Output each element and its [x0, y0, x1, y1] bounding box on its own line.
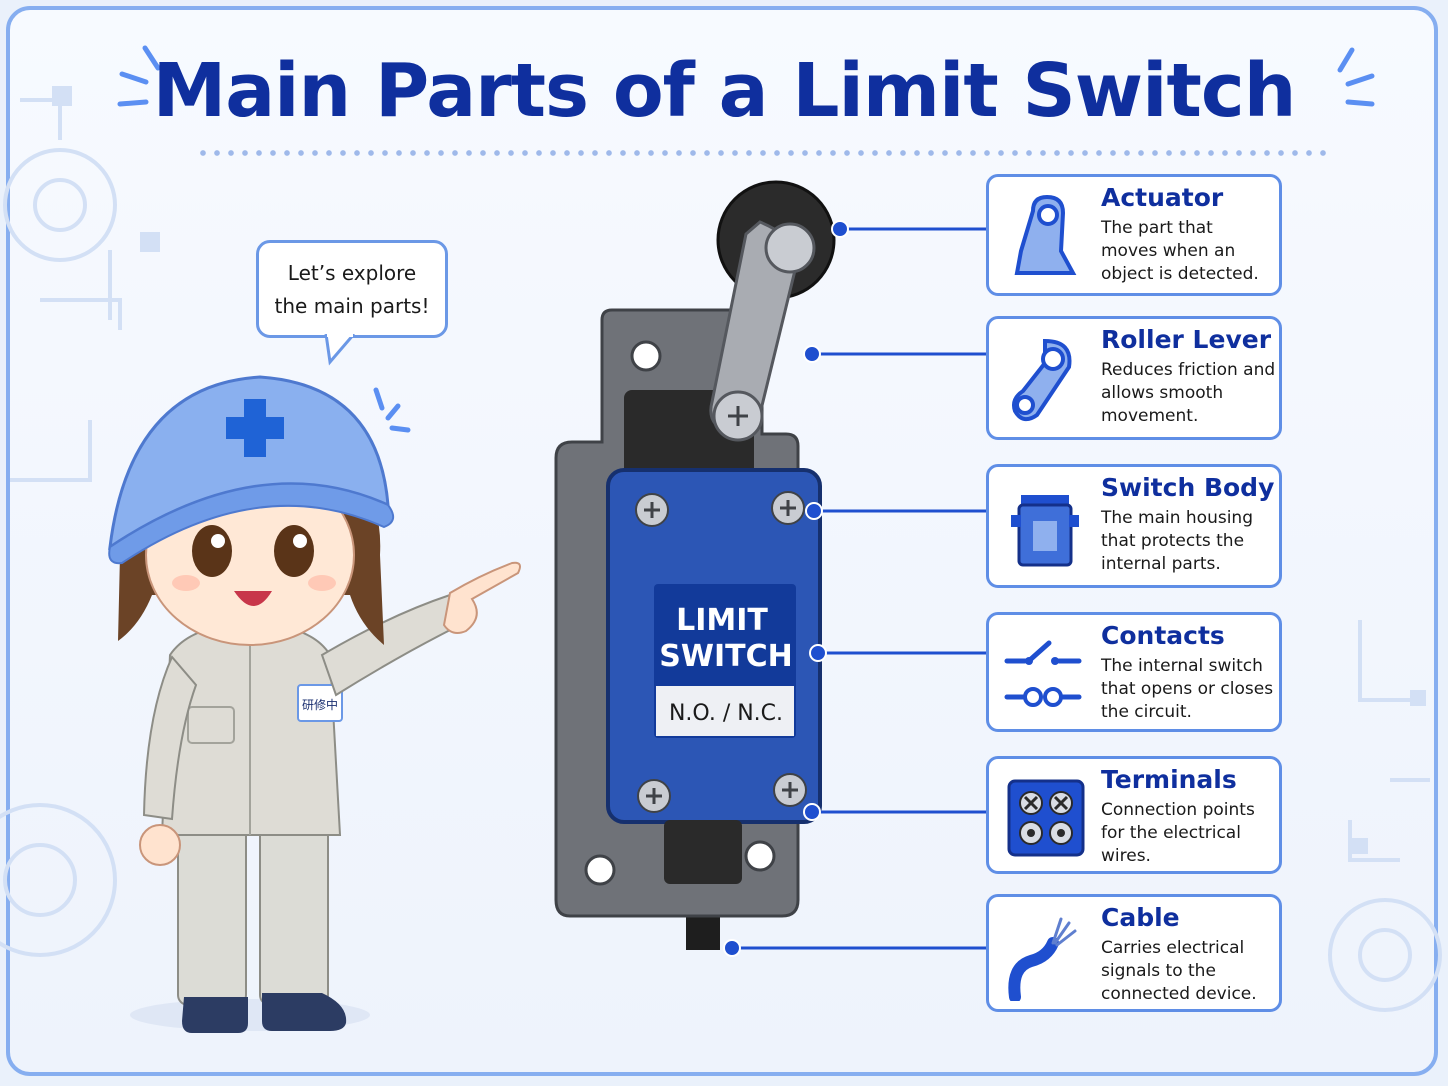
part-desc-line: The part that	[1101, 218, 1213, 238]
actuator-icon	[1014, 194, 1077, 275]
part-card-terminals: Terminals Connection points for the elec…	[986, 756, 1282, 874]
limit-switch-illustration: LIMIT SWITCH N.O. / N.C.	[554, 180, 836, 950]
part-desc-line: The internal switch	[1101, 656, 1263, 676]
part-card-contacts: Contacts The internal switch that opens …	[986, 612, 1282, 732]
part-desc-line: moves when an	[1101, 241, 1236, 261]
part-desc-line: Connection points	[1101, 800, 1255, 820]
part-name: Contacts	[1101, 621, 1225, 650]
speech-line: Let’s explore	[287, 261, 417, 285]
switch-label-line: SWITCH	[659, 639, 792, 674]
part-description: The internal switch that opens or closes…	[1101, 655, 1279, 724]
part-desc-line: that opens or closes	[1101, 679, 1274, 699]
page-title: Main Parts of a Limit Switch	[152, 48, 1297, 134]
part-name: Switch Body	[1101, 473, 1275, 502]
speech-bubble: Let’s explore the main parts!	[256, 240, 448, 338]
part-desc-line: that protects the	[1101, 531, 1245, 551]
part-card-cable: Cable Carries electrical signals to the …	[986, 894, 1282, 1012]
trainee-badge: 研修中	[302, 697, 338, 712]
part-name: Terminals	[1101, 765, 1237, 794]
part-desc-line: wires.	[1101, 846, 1151, 866]
switch-label-line: LIMIT	[676, 603, 768, 638]
contacts-icon	[1004, 640, 1082, 707]
part-card-actuator: Actuator The part that moves when an obj…	[986, 174, 1282, 296]
part-card-roller-lever: Roller Lever Reduces friction and allows…	[986, 316, 1282, 440]
part-desc-line: connected device.	[1101, 984, 1257, 1004]
cable-icon	[1008, 917, 1077, 1001]
speech-bubble-tail	[324, 334, 356, 366]
terminals-icon	[1007, 779, 1085, 857]
part-description: Carries electrical signals to the connec…	[1101, 937, 1279, 1006]
speech-line: the main parts!	[274, 294, 430, 318]
switch-body-icon	[1011, 495, 1079, 567]
parts-callouts: Actuator The part that moves when an obj…	[986, 0, 1286, 1086]
part-desc-line: The main housing	[1101, 508, 1253, 528]
part-desc-line: Reduces friction and	[1101, 360, 1276, 380]
engineer-character-illustration: 研修中	[108, 375, 521, 1033]
title-divider	[196, 149, 1326, 157]
part-desc-line: internal parts.	[1101, 554, 1221, 574]
part-desc-line: the circuit.	[1101, 702, 1192, 722]
part-name: Cable	[1101, 903, 1180, 932]
switch-contact-plate: N.O. / N.C.	[669, 701, 783, 726]
part-description: Connection points for the electrical wir…	[1101, 799, 1279, 868]
part-card-switch-body: Switch Body The main housing that protec…	[986, 464, 1282, 588]
part-desc-line: signals to the	[1101, 961, 1216, 981]
roller-lever-icon	[1012, 338, 1072, 422]
part-name: Actuator	[1101, 183, 1224, 212]
part-desc-line: movement.	[1101, 406, 1199, 426]
part-desc-line: Carries electrical	[1101, 938, 1245, 958]
part-desc-line: allows smooth	[1101, 383, 1224, 403]
part-name: Roller Lever	[1101, 325, 1272, 354]
part-description: The main housing that protects the inter…	[1101, 507, 1279, 576]
part-desc-line: object is detected.	[1101, 264, 1259, 284]
part-desc-line: for the electrical	[1101, 823, 1241, 843]
part-description: Reduces friction and allows smooth movem…	[1101, 359, 1279, 428]
part-description: The part that moves when an object is de…	[1101, 217, 1279, 286]
